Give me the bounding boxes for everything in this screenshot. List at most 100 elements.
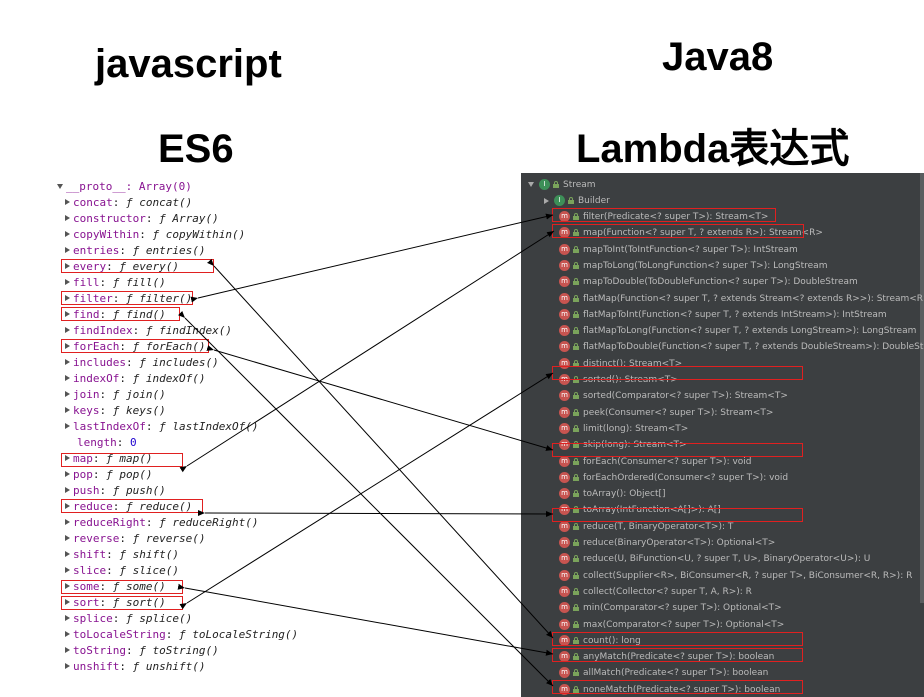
console-item-pop[interactable]: pop: ƒ pop() [65,467,153,483]
expand-right-icon[interactable] [65,279,70,285]
console-item-unshift[interactable]: unshift: ƒ unshift() [65,659,205,675]
method-icon: m [559,602,570,614]
console-item-every[interactable]: every: ƒ every() [65,259,179,275]
console-item-indexOf[interactable]: indexOf: ƒ indexOf() [65,371,205,387]
expand-right-icon[interactable] [65,199,70,205]
expand-right-icon[interactable] [65,295,70,301]
console-item-slice[interactable]: slice: ƒ slice() [65,563,179,579]
expand-right-icon[interactable] [65,551,70,557]
lock-icon [573,278,579,286]
console-item-keys[interactable]: keys: ƒ keys() [65,403,166,419]
expand-right-icon[interactable] [65,311,70,317]
expand-right-icon[interactable] [65,375,70,381]
expand-right-icon[interactable] [65,471,70,477]
expand-right-icon[interactable] [65,455,70,461]
expand-right-icon[interactable] [65,407,70,413]
lock-icon [573,376,579,383]
console-item-value: indexOf() [145,372,206,385]
console-item-lastIndexOf[interactable]: lastIndexOf: ƒ lastIndexOf() [65,419,258,435]
expand-right-icon[interactable] [65,343,70,349]
console-item-findIndex[interactable]: findIndex: ƒ findIndex() [65,323,232,339]
expand-right-icon[interactable] [65,567,70,573]
expand-right-icon[interactable] [65,599,70,605]
console-item-copyWithin[interactable]: copyWithin: ƒ copyWithin() [65,227,245,243]
expand-right-icon[interactable] [65,247,70,253]
console-item-reverse[interactable]: reverse: ƒ reverse() [65,531,205,547]
expand-right-icon[interactable] [65,647,70,653]
console-item-reduceRight[interactable]: reduceRight: ƒ reduceRight() [65,515,258,531]
proto-line[interactable]: __proto__: Array(0) [57,179,192,195]
console-item-toLocaleString[interactable]: toLocaleString: ƒ toLocaleString() [65,627,298,643]
console-item-join[interactable]: join: ƒ join() [65,387,166,403]
expand-right-icon[interactable] [65,327,70,333]
expand-right-icon[interactable] [65,663,70,669]
expand-right-icon[interactable] [65,615,70,621]
expand-right-icon[interactable] [65,631,70,637]
console-item-length[interactable]: length: 0 [77,436,137,449]
expand-down-icon[interactable] [528,182,534,187]
console-item-value: reverse() [145,532,206,545]
console-item-splice[interactable]: splice: ƒ splice() [65,611,192,627]
console-item-sort[interactable]: sort: ƒ sort() [65,595,166,611]
expand-right-icon[interactable] [65,503,70,509]
expand-right-icon[interactable] [65,359,70,365]
expand-right-icon[interactable] [65,535,70,541]
expand-right-icon[interactable] [65,231,70,237]
console-item-entries[interactable]: entries: ƒ entries() [65,243,205,259]
expand-right-icon[interactable] [65,263,70,269]
function-icon: ƒ [126,292,140,305]
box-findFirst-java [552,680,803,694]
console-item-shift[interactable]: shift: ƒ shift() [65,547,179,563]
ide-scrollbar[interactable] [920,173,924,603]
expand-right-icon[interactable] [65,391,70,397]
console-item-concat[interactable]: concat: ƒ concat() [65,195,192,211]
console-item-toString[interactable]: toString: ƒ toString() [65,643,219,659]
expand-down-icon[interactable] [57,184,63,189]
expand-right-icon[interactable] [65,215,70,221]
console-item-find[interactable]: find: ƒ find() [65,307,166,323]
expand-right-icon[interactable] [65,583,70,589]
console-item-some[interactable]: some: ƒ some() [65,579,166,595]
console-item-includes[interactable]: includes: ƒ includes() [65,355,219,371]
expand-right-icon[interactable] [65,423,70,429]
console-item-map[interactable]: map: ƒ map() [65,451,153,467]
console-item-constructor[interactable]: constructor: ƒ Array() [65,211,219,227]
expand-right-icon[interactable] [65,487,70,493]
expand-right-icon[interactable] [65,519,70,525]
expand-right-icon[interactable] [544,197,549,204]
console-item-key: forEach [73,340,120,353]
console-item-filter[interactable]: filter: ƒ filter() [65,291,192,307]
console-item-fill[interactable]: fill: ƒ fill() [65,275,166,291]
console-item-key: length [77,436,117,449]
console-item-push[interactable]: push: ƒ push() [65,483,166,499]
